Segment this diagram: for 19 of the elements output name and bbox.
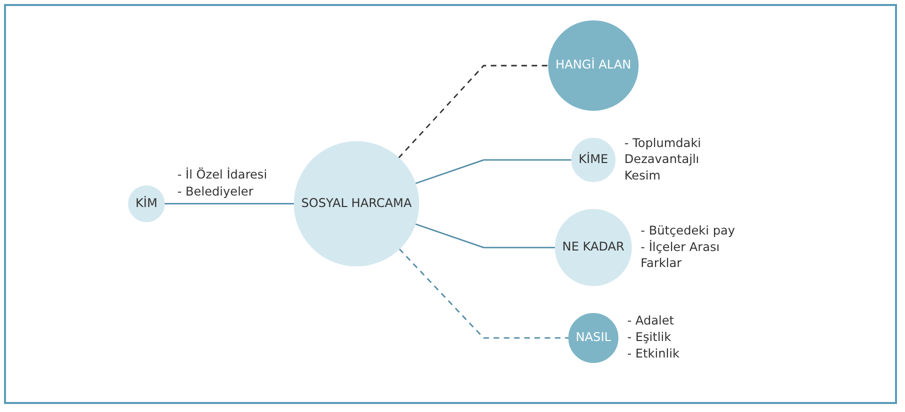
node-circle: KİM bbox=[128, 185, 165, 222]
note-text: - Bütçedeki pay bbox=[640, 223, 736, 240]
connector bbox=[398, 248, 569, 339]
node-circle: SOSYAL HARCAMA bbox=[294, 141, 420, 266]
note-text: - Etkinlik bbox=[627, 346, 680, 362]
connector bbox=[164, 203, 294, 204]
connector bbox=[398, 64, 549, 158]
node-circle: NASIL bbox=[568, 312, 618, 363]
note-text: - Toplumdaki Dezavantajlı Kesim bbox=[624, 136, 702, 184]
node-circle: NE KADAR bbox=[554, 209, 632, 286]
connector bbox=[415, 159, 572, 184]
node-circle: HANGİ ALAN bbox=[548, 20, 639, 111]
connector bbox=[415, 223, 556, 248]
note-text: - Adalet bbox=[627, 314, 674, 330]
note-text: - Eşitlik bbox=[627, 330, 672, 346]
note-text: - İlçeler Arası Farklar bbox=[640, 239, 721, 272]
note-text: - İl Özel İdaresi bbox=[177, 167, 268, 184]
note-text: - Belediyeler bbox=[177, 184, 254, 200]
node-circle: KİME bbox=[571, 138, 616, 182]
